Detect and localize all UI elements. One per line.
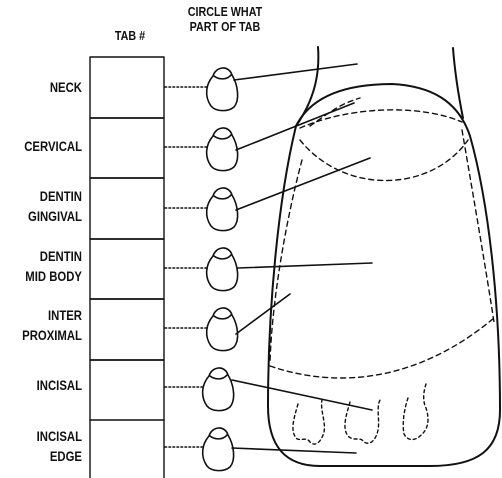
tab-outline bbox=[268, 84, 500, 466]
pointer-line-dentin-mid-body bbox=[238, 263, 372, 268]
tab-icon[interactable] bbox=[207, 68, 238, 111]
tab-number-box[interactable] bbox=[90, 360, 164, 420]
pointer-lines bbox=[232, 64, 372, 453]
mamelon-mark bbox=[403, 384, 428, 440]
tab-handle-left bbox=[296, 47, 318, 126]
pointer-line-incisal bbox=[232, 380, 372, 410]
tab-icon[interactable] bbox=[207, 248, 238, 291]
mamelon-mark bbox=[345, 400, 380, 443]
tab-number-box[interactable] bbox=[90, 239, 164, 299]
pointer-line-inter-proximal bbox=[236, 294, 290, 334]
region-boundaries bbox=[270, 98, 494, 378]
mamelon-marks bbox=[293, 384, 428, 444]
tab-icon[interactable] bbox=[203, 428, 234, 471]
pointer-line-dentin-gingival bbox=[236, 158, 370, 210]
tab-icon[interactable] bbox=[207, 128, 238, 171]
tab-icons bbox=[203, 68, 238, 471]
tab-number-box[interactable] bbox=[90, 178, 164, 239]
dotted-leaders bbox=[165, 87, 207, 447]
mamelon-mark bbox=[293, 400, 324, 444]
boundary-cervical-gingival bbox=[300, 140, 468, 181]
boundary-incisal bbox=[270, 318, 494, 378]
tab-icon[interactable] bbox=[207, 308, 238, 351]
pointer-line-incisal-edge bbox=[232, 448, 356, 453]
tab-number-box[interactable] bbox=[90, 118, 164, 178]
pointer-line-neck bbox=[234, 64, 357, 80]
tab-icon[interactable] bbox=[207, 188, 238, 231]
tab-icon[interactable] bbox=[203, 368, 234, 411]
tab-number-boxes bbox=[90, 57, 164, 478]
boundary-neck-cervical bbox=[300, 110, 462, 128]
boundary-right-proximal bbox=[462, 130, 494, 322]
tab-number-box[interactable] bbox=[90, 299, 164, 360]
tab-number-box[interactable] bbox=[90, 57, 164, 118]
